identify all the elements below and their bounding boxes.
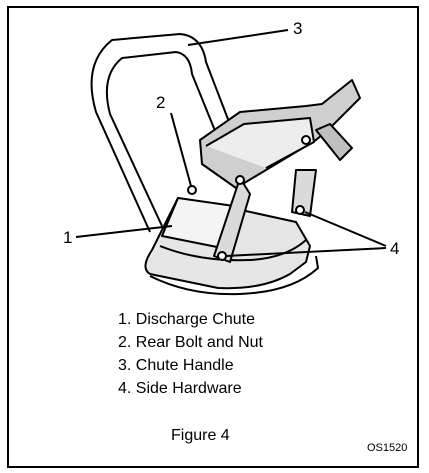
legend-item-side-hardware: 4. Side Hardware [118, 380, 242, 397]
callout-3: 3 [293, 19, 303, 38]
chute-handle [90, 33, 245, 233]
deflector-bracket [199, 79, 361, 263]
figure-code: OS1520 [367, 442, 408, 454]
legend-item-chute-handle: 3. Chute Handle [118, 357, 234, 374]
parts-legend: 1. Discharge Chute 2. Rear Bolt and Nut … [118, 308, 263, 400]
callout-1: 1 [63, 228, 73, 247]
legend-item-rear-bolt-and-nut: 2. Rear Bolt and Nut [118, 334, 263, 351]
leader-lines [75, 29, 387, 257]
callout-4: 4 [390, 239, 400, 258]
figure-caption: Figure 4 [171, 427, 230, 444]
legend-item-discharge-chute: 1. Discharge Chute [118, 311, 255, 328]
figure-frame [7, 6, 419, 468]
callout-2: 2 [156, 93, 166, 112]
